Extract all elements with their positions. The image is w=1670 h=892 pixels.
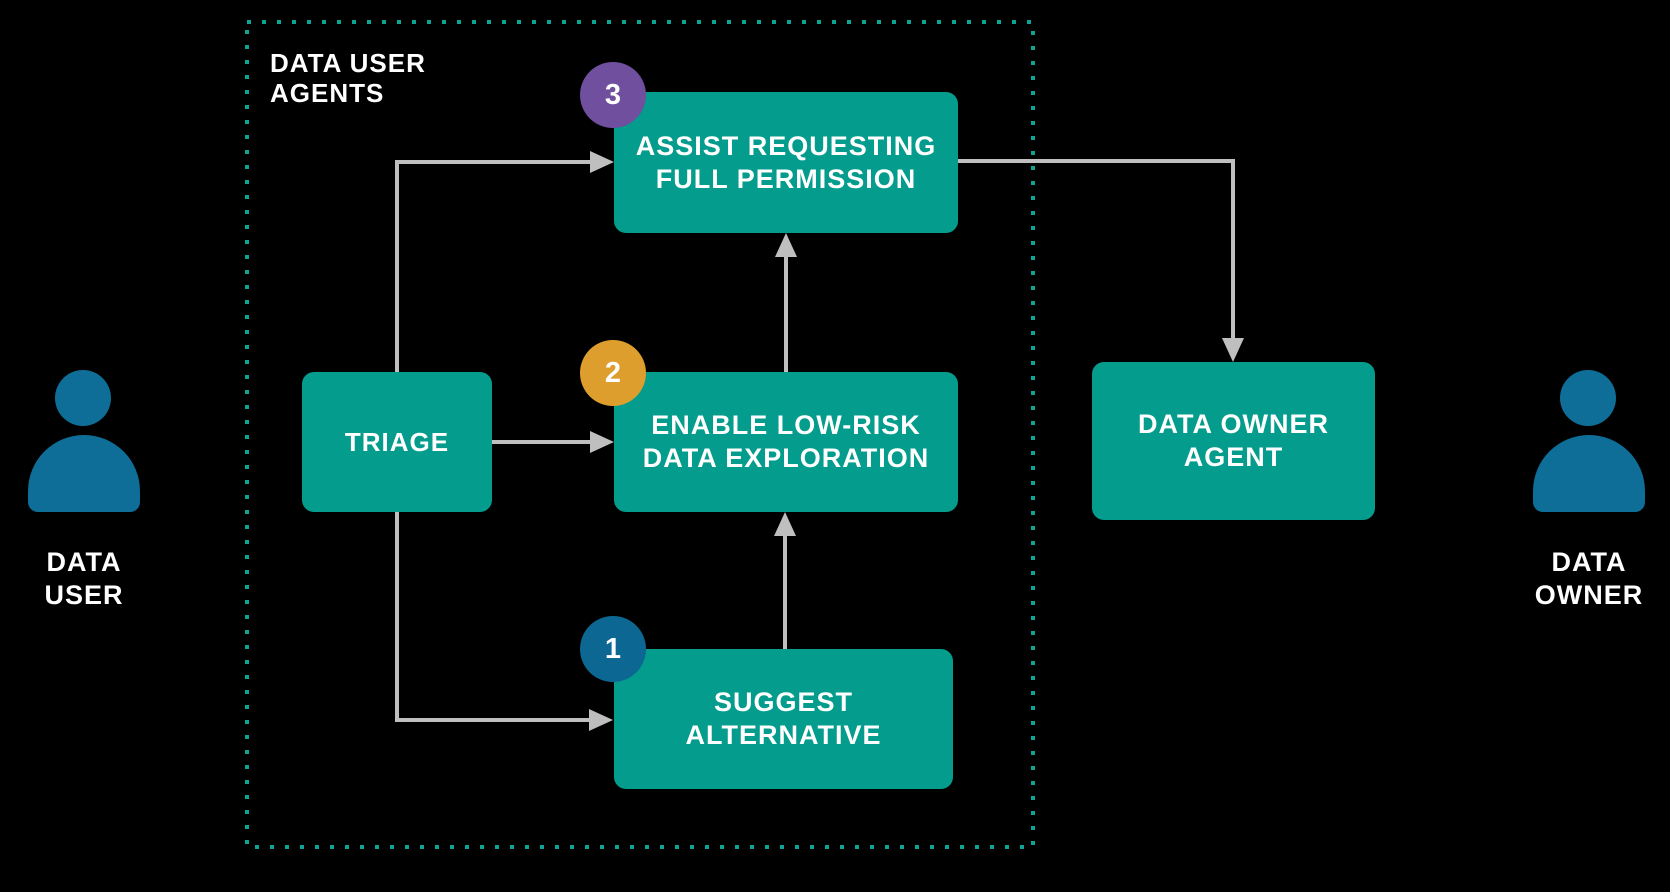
arrow-suggest-to-enable	[774, 512, 796, 649]
data-user-label: DATA USER	[44, 547, 124, 610]
arrow-triage-to-suggest	[395, 512, 613, 731]
data-user-person-icon	[55, 370, 111, 426]
step-badge-2: 2	[580, 340, 646, 406]
data-owner-label: DATA OWNER	[1534, 547, 1644, 610]
arrow-triage-to-enable	[492, 431, 614, 453]
node-assist-requesting-full-permission: ASSIST REQUESTING FULL PERMISSION	[614, 92, 958, 233]
node-suggest-alternative: SUGGEST ALTERNATIVE	[614, 649, 953, 789]
agents-group-label: DATA USER AGENTS	[270, 48, 426, 108]
data-owner-person-icon	[1560, 370, 1616, 426]
step-badge-3: 3	[580, 62, 646, 128]
arrow-assist-to-owner-agent	[958, 159, 1244, 362]
step-badge-1: 1	[580, 616, 646, 682]
arrow-enable-to-assist	[775, 233, 797, 372]
agents-group-border	[245, 20, 1035, 849]
node-enable-low-risk-data-exploration: ENABLE LOW-RISK DATA EXPLORATION	[614, 372, 958, 512]
arrow-triage-to-assist	[395, 151, 614, 372]
node-data-owner-agent: DATA OWNER AGENT	[1092, 362, 1375, 520]
node-triage: TRIAGE	[302, 372, 492, 512]
